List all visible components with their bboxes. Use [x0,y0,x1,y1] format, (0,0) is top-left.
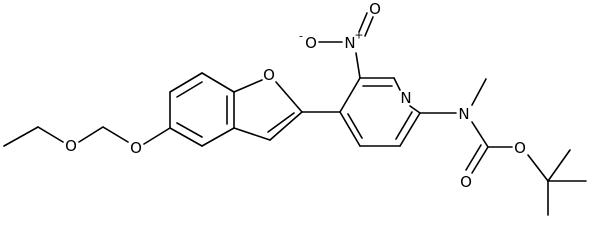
atom-o-carbonyl: O [460,173,472,191]
atom-labels: O O O O - N + O N N O O [65,0,526,191]
molecule-structure: O O O O - N + O N N O O [3,0,587,216]
atom-o-ethoxy: O [65,137,77,155]
bond [339,111,361,147]
atom-n-nitro: N [344,34,355,52]
bond [409,105,421,114]
atom-n-amine: N [458,105,469,123]
bond [347,113,363,139]
atom-o-nitro-minus: O [305,34,317,52]
bond [169,127,203,147]
atom-o-nitro: O [369,0,381,18]
bond [471,146,489,174]
atom-o-ester: O [514,139,526,157]
atom-o-acetal: O [130,139,142,157]
bond [267,112,295,133]
bond [471,78,487,106]
bond [399,112,421,147]
bond [78,126,104,143]
bond [358,12,368,33]
bond [201,127,235,147]
bond [233,127,271,141]
bond [3,126,39,147]
bond [355,52,361,79]
bond [102,126,129,143]
bond [143,127,171,145]
bond [393,77,401,91]
bond [201,72,235,93]
bond [465,144,482,171]
bond [364,16,374,37]
bond [471,121,489,148]
bond [527,154,549,182]
bond [176,122,203,138]
charge-plus: + [354,29,363,42]
bond [275,81,303,113]
bond [395,111,413,140]
bond [176,81,203,98]
atom-o-furan: O [263,66,275,84]
bond [339,77,361,113]
bond [547,149,571,182]
bond [169,72,203,93]
atom-n-pyridine: N [400,89,411,107]
charge-minus: - [299,30,303,43]
bonds [3,12,587,216]
bond [269,111,303,141]
bond [37,126,64,143]
bond [233,79,263,93]
